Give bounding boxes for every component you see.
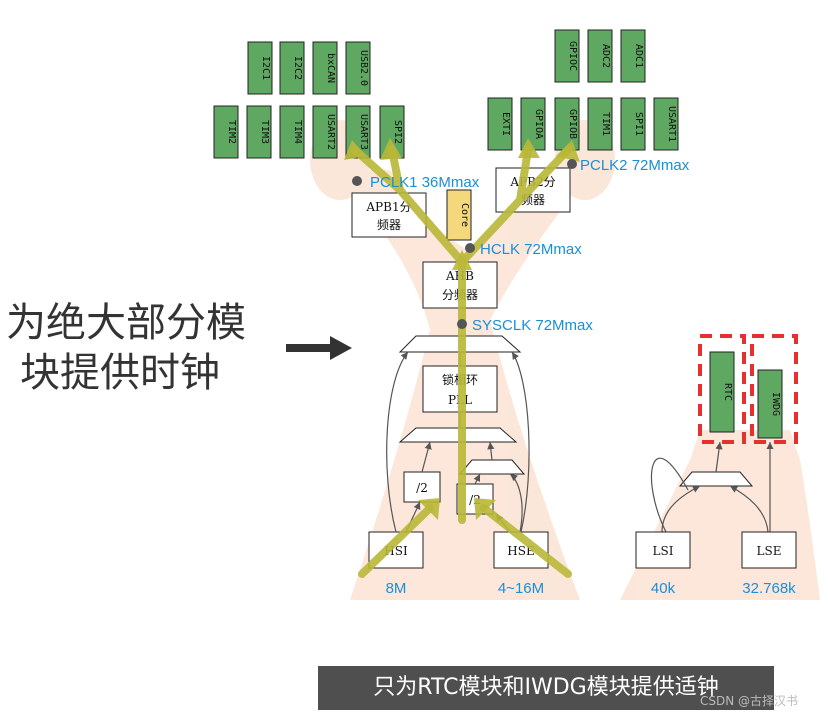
sysclk-label: SYSCLK 72Mmax	[472, 317, 593, 334]
hsi-freq-label: 8M	[386, 580, 407, 597]
flow-arrowheads	[344, 138, 580, 520]
module-label: USB2.0	[358, 50, 369, 86]
svg-text:频器: 频器	[377, 218, 401, 232]
module-label: TIM1	[600, 112, 611, 136]
apb1-modules-top: I2C1 I2C2 bxCAN USB2.0	[247, 41, 371, 95]
clock-nodes	[352, 159, 577, 329]
module-label: EXTI	[500, 112, 511, 136]
pclk1-label: PCLK1 36Mmax	[370, 174, 480, 191]
hsi-div2: /2	[403, 471, 441, 503]
module-label: SPI2	[392, 120, 403, 144]
apb2-modules-bottom: EXTI GPIOA GPIOB TIM1 SPI1 USART1	[487, 97, 679, 151]
svg-text:RTC: RTC	[722, 383, 733, 401]
svg-text:LSE: LSE	[757, 544, 782, 558]
apb1-prescaler: APB1分 频器	[351, 192, 427, 238]
module-label: bxCAN	[325, 53, 336, 83]
module-label: USART1	[666, 106, 677, 142]
apb2-modules-top: GPIOC ADC2 ADC1	[554, 29, 646, 83]
module-label: GPIOC	[567, 41, 578, 71]
rtc-source-mux	[678, 471, 754, 487]
module-label: ADC2	[600, 44, 611, 68]
rtc-block: RTC	[698, 334, 746, 444]
hse-freq-label: 4~16M	[498, 580, 544, 597]
hclk-label: HCLK 72Mmax	[480, 241, 582, 258]
module-label: TIM4	[292, 120, 303, 144]
pointer-arrow	[286, 336, 352, 360]
watermark: CSDN @古择汉书	[700, 694, 799, 708]
lsi-oscillator: LSI	[635, 531, 691, 569]
iwdg-block: IWDG	[750, 334, 798, 444]
lse-oscillator: LSE	[741, 531, 797, 569]
left-note-line2: 块提供时钟	[20, 350, 220, 396]
module-label: TIM3	[259, 120, 270, 144]
hse-mux	[458, 459, 526, 475]
svg-text:Core: Core	[459, 203, 470, 227]
module-label: I2C1	[260, 56, 271, 80]
rtc-connection-lines	[650, 441, 774, 533]
module-label: SPI1	[633, 112, 644, 136]
svg-text:/2: /2	[416, 481, 428, 495]
lse-freq-label: 32.768k	[742, 580, 796, 597]
module-label: GPIOB	[567, 109, 578, 139]
module-label: I2C2	[292, 56, 303, 80]
core-block: Core	[446, 189, 472, 241]
module-label: ADC1	[633, 44, 644, 68]
module-label: USART3	[358, 114, 369, 150]
module-label: GPIOA	[533, 109, 544, 139]
lsi-freq-label: 40k	[651, 580, 676, 597]
clock-flow-arrows	[351, 146, 572, 578]
module-label: USART2	[325, 114, 336, 150]
svg-text:LSI: LSI	[653, 544, 674, 558]
svg-text:IWDG: IWDG	[770, 392, 781, 416]
module-label: TIM2	[226, 120, 237, 144]
svg-text:APB1分: APB1分	[365, 200, 411, 214]
pclk2-label: PCLK2 72Mmax	[580, 157, 690, 174]
apb1-modules-bottom: TIM2 TIM3 TIM4 USART2 USART3 SPI2	[213, 105, 405, 159]
bottom-caption: 只为RTC模块和IWDG模块提供适钟	[318, 666, 774, 710]
left-note-line1: 为绝大部分模	[6, 300, 246, 346]
